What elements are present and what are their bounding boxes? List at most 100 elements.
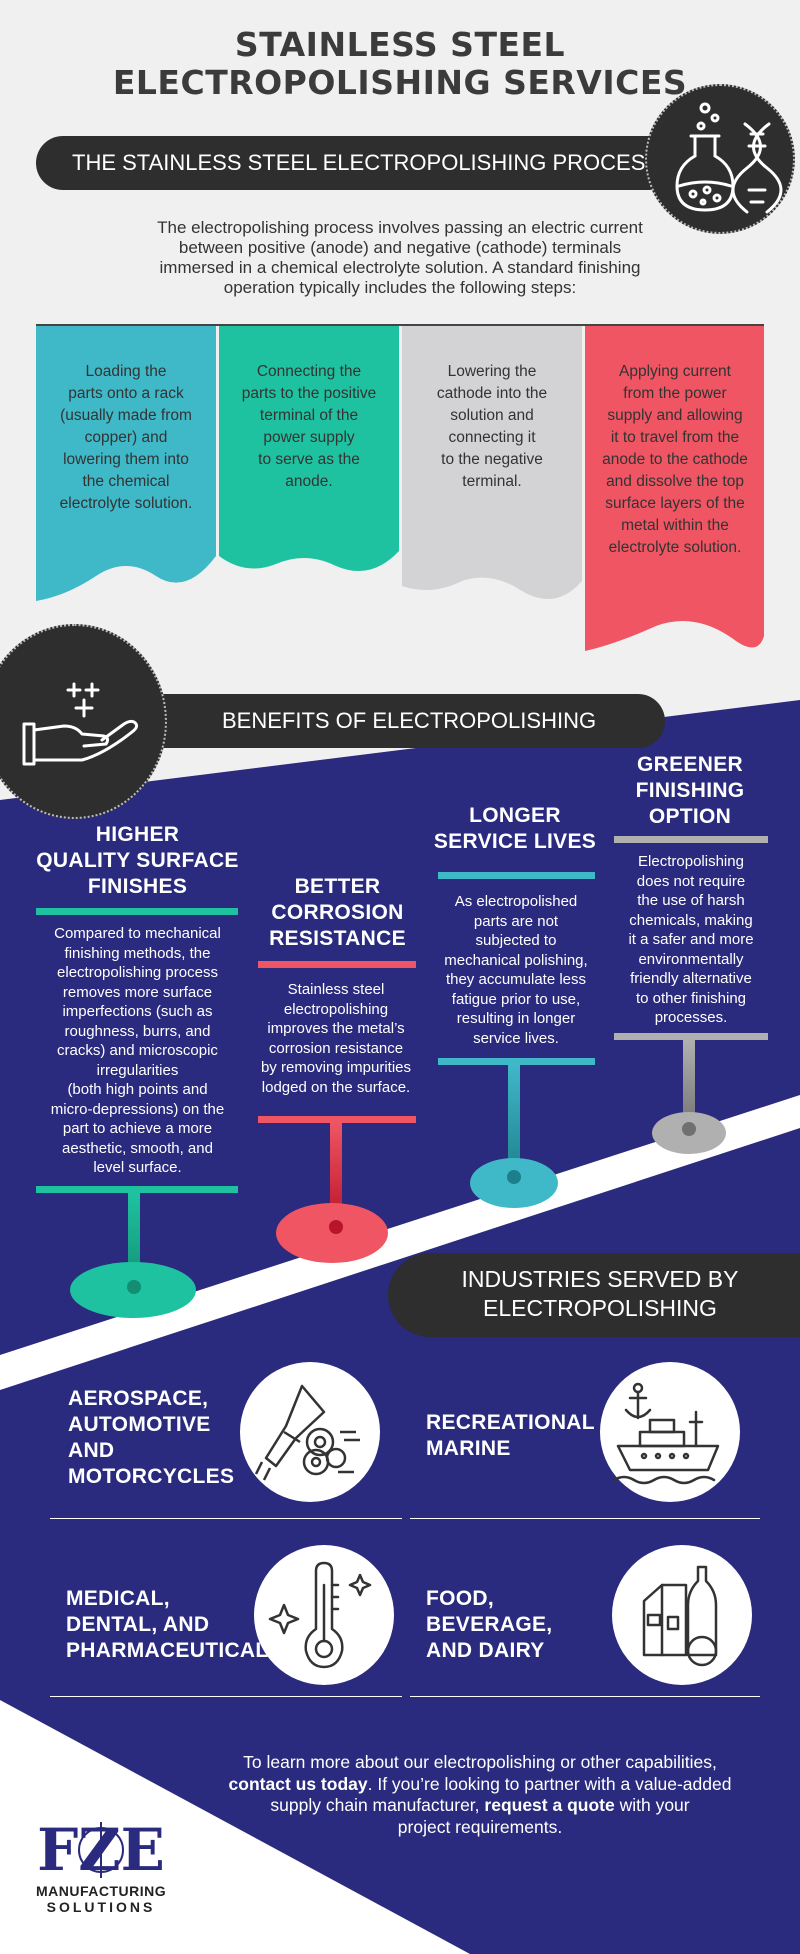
benefit-4-bar xyxy=(614,836,768,843)
benefit-2-text-line: improves the metal’s xyxy=(267,1020,405,1037)
benefit-2-title-line: CORROSION xyxy=(271,901,404,924)
logo-text: MANUFACTURING SOLUTIONS xyxy=(36,1883,167,1915)
benefit-4-text-line: does not require xyxy=(636,872,746,890)
company-logo: FZE MANUFACTURING SOLUTIONS xyxy=(36,1816,167,1915)
step-1-text-line: Loading the xyxy=(85,363,167,380)
hand-sparkle-icon xyxy=(22,682,139,766)
benefit-4-post xyxy=(683,1040,695,1135)
benefit-1-title-line: HIGHER xyxy=(95,823,180,846)
benefit-4-text-line: processes. xyxy=(654,1009,728,1026)
benefit-3-post-cap xyxy=(507,1170,521,1184)
benefit-1-text-line: removes more surface xyxy=(62,983,213,1001)
step-1-text-line: the chemical xyxy=(82,473,170,490)
industry-3-label-line: DENTAL, AND xyxy=(66,1613,210,1636)
rocket-gears-icon xyxy=(240,1362,380,1502)
benefit-3-title-line: LONGER xyxy=(469,804,561,827)
benefit-4-text-line: chemicals, making xyxy=(629,911,753,929)
industry-4-label: FOOD,BEVERAGE,AND DAIRY xyxy=(426,1586,606,1664)
benefit-4-title: GREENER FINISHING OPTION xyxy=(610,752,770,830)
benefit-3-text-line: parts are not xyxy=(473,912,559,930)
request-quote-link[interactable]: request a quote xyxy=(484,1795,615,1815)
step-banners xyxy=(36,326,764,651)
benefit-3-post xyxy=(508,1065,520,1180)
benefit-1-text-line: cracks) and microscopic xyxy=(57,1042,218,1059)
industry-1-divider xyxy=(50,1518,402,1519)
industry-1-label-line: AEROSPACE, xyxy=(68,1387,209,1410)
benefit-4-text-line: friendly alternative xyxy=(630,970,752,987)
step-4-text-line: supply and allowing xyxy=(607,407,743,424)
industry-4-divider xyxy=(410,1696,760,1697)
benefit-3-base-bar xyxy=(438,1058,595,1065)
step-1-text-line: parts onto a rack xyxy=(68,385,184,402)
fze-logo-mark: FZE xyxy=(37,1816,165,1884)
step-2-banner xyxy=(219,326,399,571)
benefit-4-text-line: Electropolishing xyxy=(638,853,744,870)
step-3-text-line: solution and xyxy=(450,407,534,424)
benefit-3-bar xyxy=(438,872,595,879)
benefit-1-text-line: roughness, burrs, and xyxy=(64,1022,211,1040)
page-title: STAINLESS STEEL ELECTROPOLISHING SERVICE… xyxy=(112,25,688,102)
benefits-badge xyxy=(0,624,167,819)
step-1-text-line: electrolyte solution. xyxy=(59,495,193,512)
process-heading: THE STAINLESS STEEL ELECTROPOLISHING PRO… xyxy=(36,136,676,190)
benefit-1-text-line: level surface. xyxy=(93,1159,182,1176)
step-2-text-line: power supply xyxy=(263,429,355,446)
step-3-text-line: connecting it xyxy=(448,429,536,446)
step-4-text-line: anode to the cathode xyxy=(602,451,748,468)
step-4-text-line: it to travel from the xyxy=(610,429,740,446)
benefit-2-text-line: corrosion resistance xyxy=(268,1039,404,1057)
step-4-text-line: from the power xyxy=(623,385,727,402)
benefit-4-text-line: to other finishing xyxy=(635,989,747,1007)
benefit-1-title-line: FINISHES xyxy=(87,875,188,898)
industry-1-label-line: AUTOMOTIVE xyxy=(68,1413,211,1436)
benefit-2-bar xyxy=(258,961,416,968)
benefit-1-text: Compared to mechanical finishing methods,… xyxy=(30,924,245,1178)
benefit-1-text-line: micro-depressions) on the xyxy=(50,1100,225,1118)
contact-us-link[interactable]: contact us today xyxy=(228,1773,368,1794)
benefit-1-text-line: finishing methods, the xyxy=(64,944,211,962)
industry-1-label-line: MOTORCYCLES xyxy=(68,1465,235,1488)
footer-cta: To learn more about our electropolishing… xyxy=(190,1752,770,1838)
process-intro: The electropolishing process involves pa… xyxy=(157,218,643,297)
footer-text-5: project requirements. xyxy=(397,1816,563,1837)
benefit-3-text-line: subjected to xyxy=(475,932,557,949)
industry-1-label-line: AND xyxy=(68,1439,115,1462)
step-1-banner xyxy=(36,326,216,601)
chemistry-badge xyxy=(645,84,795,234)
benefit-1-text-line: Compared to mechanical xyxy=(54,925,221,942)
industry-2-divider xyxy=(410,1518,760,1519)
industry-3-label-line: PHARMACEUTICAL xyxy=(66,1639,269,1662)
industry-4-label-line: FOOD, xyxy=(426,1587,494,1610)
step-1-text-line: lowering them into xyxy=(63,451,189,468)
footer-text-1: To learn more about our electropolishing… xyxy=(243,1752,717,1772)
step-2-text-line: parts to the positive xyxy=(241,385,377,402)
industry-2-label-line: RECREATIONAL xyxy=(426,1411,595,1434)
benefit-2-title-line: RESISTANCE xyxy=(269,927,406,950)
industries-heading-line: INDUSTRIES SERVED BY xyxy=(461,1266,739,1292)
footer-text-3: supply chain manufacturer, xyxy=(270,1795,485,1815)
step-2-text-line: anode. xyxy=(285,473,333,490)
step-4-banner xyxy=(585,326,764,651)
benefit-4-text-line: the use of harsh xyxy=(637,892,745,909)
benefit-4-title-line: GREENER xyxy=(637,753,743,776)
industry-4-label-line: AND DAIRY xyxy=(426,1639,545,1662)
benefit-3-text-line: resulting in longer xyxy=(456,1010,576,1027)
benefit-4-text: Electropolishing does not require the use … xyxy=(612,852,770,1028)
footer-text-4: with your xyxy=(614,1795,690,1815)
benefit-1-text-line: aesthetic, smooth, and xyxy=(62,1139,213,1157)
step-3-text-line: cathode into the xyxy=(436,385,548,402)
benefit-4-title-line: OPTION xyxy=(648,805,732,828)
benefit-2-text-line: by removing impurities xyxy=(260,1059,412,1076)
industry-2-label-line: MARINE xyxy=(426,1437,511,1460)
benefit-4-post-cap xyxy=(682,1122,696,1136)
benefit-4-title-line: FINISHING xyxy=(635,779,745,802)
benefit-2-text-line: electropolishing xyxy=(283,1000,389,1018)
thermometer-icon xyxy=(254,1545,394,1685)
